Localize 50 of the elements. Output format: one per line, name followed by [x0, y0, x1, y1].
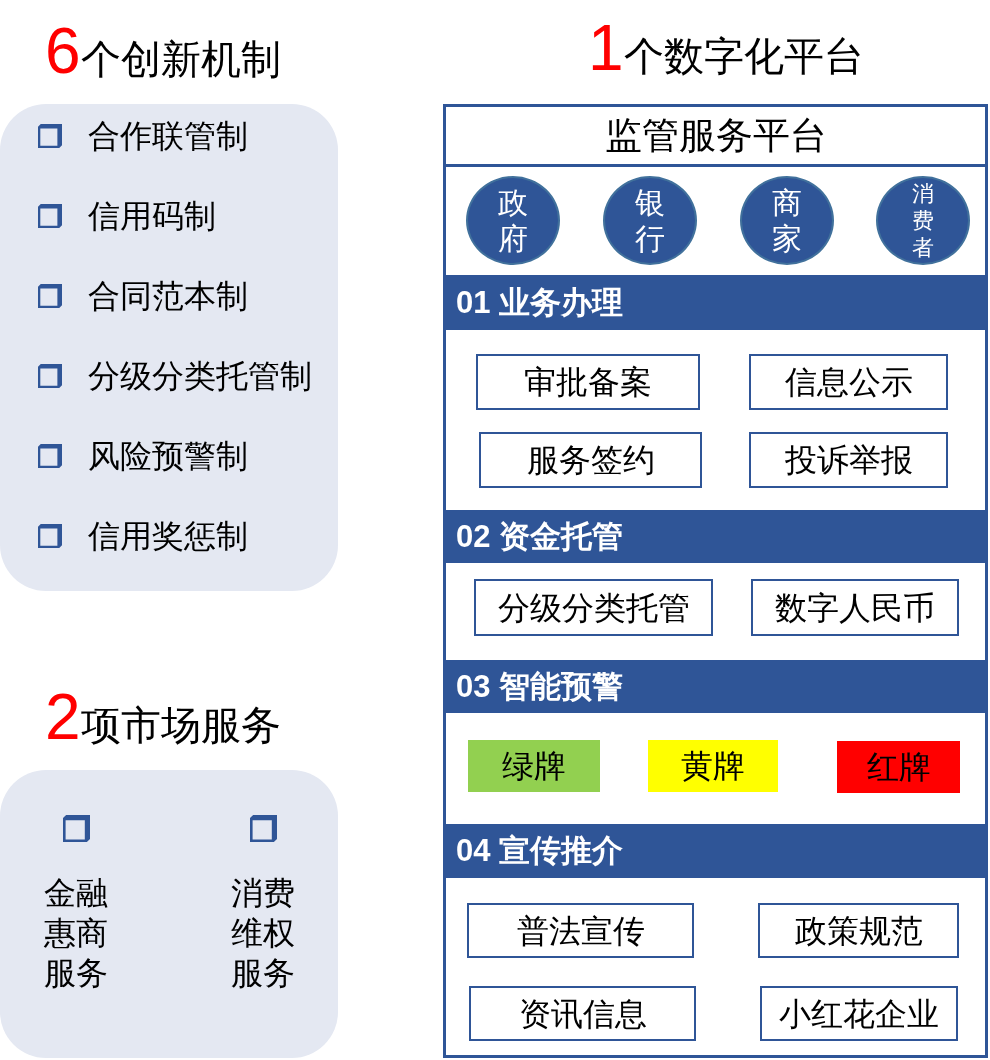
- box-label: 黄牌: [681, 747, 745, 786]
- service-label: 金融惠商服务: [44, 874, 108, 993]
- box-label: 红牌: [866, 748, 931, 787]
- service-label: 消费维权服务: [231, 874, 295, 993]
- function-box: [749, 354, 948, 410]
- warning-level-box: [468, 740, 600, 792]
- section-title: 01 业务办理: [456, 283, 624, 322]
- list-item: 信用码制: [88, 197, 216, 236]
- function-box: [479, 432, 702, 488]
- warning-level-box: [837, 741, 960, 793]
- list-item: 信用奖惩制: [88, 517, 248, 556]
- section-header-band: [443, 510, 988, 563]
- circle-label: 政府: [498, 184, 528, 257]
- box-label: 信息公示: [784, 363, 913, 402]
- section-title: 03 智能预警: [456, 667, 624, 706]
- box-label: 资讯信息: [518, 994, 647, 1034]
- section-header-band: [443, 275, 988, 330]
- box-label: 绿牌: [502, 747, 566, 786]
- function-box: [474, 579, 713, 636]
- function-box: [469, 986, 696, 1041]
- box-label: 普法宣传: [516, 911, 645, 951]
- platform-title: 监管服务平台: [604, 114, 827, 158]
- section-title: 04 宣传推介: [456, 832, 624, 870]
- list-item: 风险预警制: [88, 437, 248, 476]
- section-header-band: [443, 824, 988, 878]
- function-box: [476, 354, 700, 410]
- circle-label: 商家: [772, 184, 802, 257]
- section-title: 02 资金托管: [456, 517, 624, 556]
- box-label: 小红花企业: [779, 994, 939, 1034]
- panel-heading: 1个数字化平台: [588, 15, 864, 86]
- box-label: 分级分类托管: [497, 588, 690, 628]
- list-item: 合作联管制: [88, 117, 248, 156]
- box-label: 数字人民币: [775, 588, 935, 628]
- function-box: [760, 986, 958, 1041]
- circle-label: 银行: [635, 184, 665, 257]
- function-box: [758, 903, 959, 958]
- box-label: 服务签约: [526, 441, 655, 480]
- panel-heading: 6个创新机制: [45, 18, 281, 89]
- section-header-band: [443, 660, 988, 713]
- circle-label: 消费者: [912, 180, 934, 261]
- list-item: 分级分类托管制: [88, 357, 312, 396]
- panel-heading: 2项市场服务: [45, 684, 281, 755]
- warning-level-box: [648, 740, 778, 792]
- box-label: 政策规范: [794, 911, 923, 951]
- function-box: [467, 903, 694, 958]
- function-box: [749, 432, 948, 488]
- function-box: [751, 579, 959, 636]
- list-item: 合同范本制: [88, 277, 248, 316]
- box-label: 投诉举报: [784, 441, 913, 480]
- box-label: 审批备案: [524, 363, 652, 402]
